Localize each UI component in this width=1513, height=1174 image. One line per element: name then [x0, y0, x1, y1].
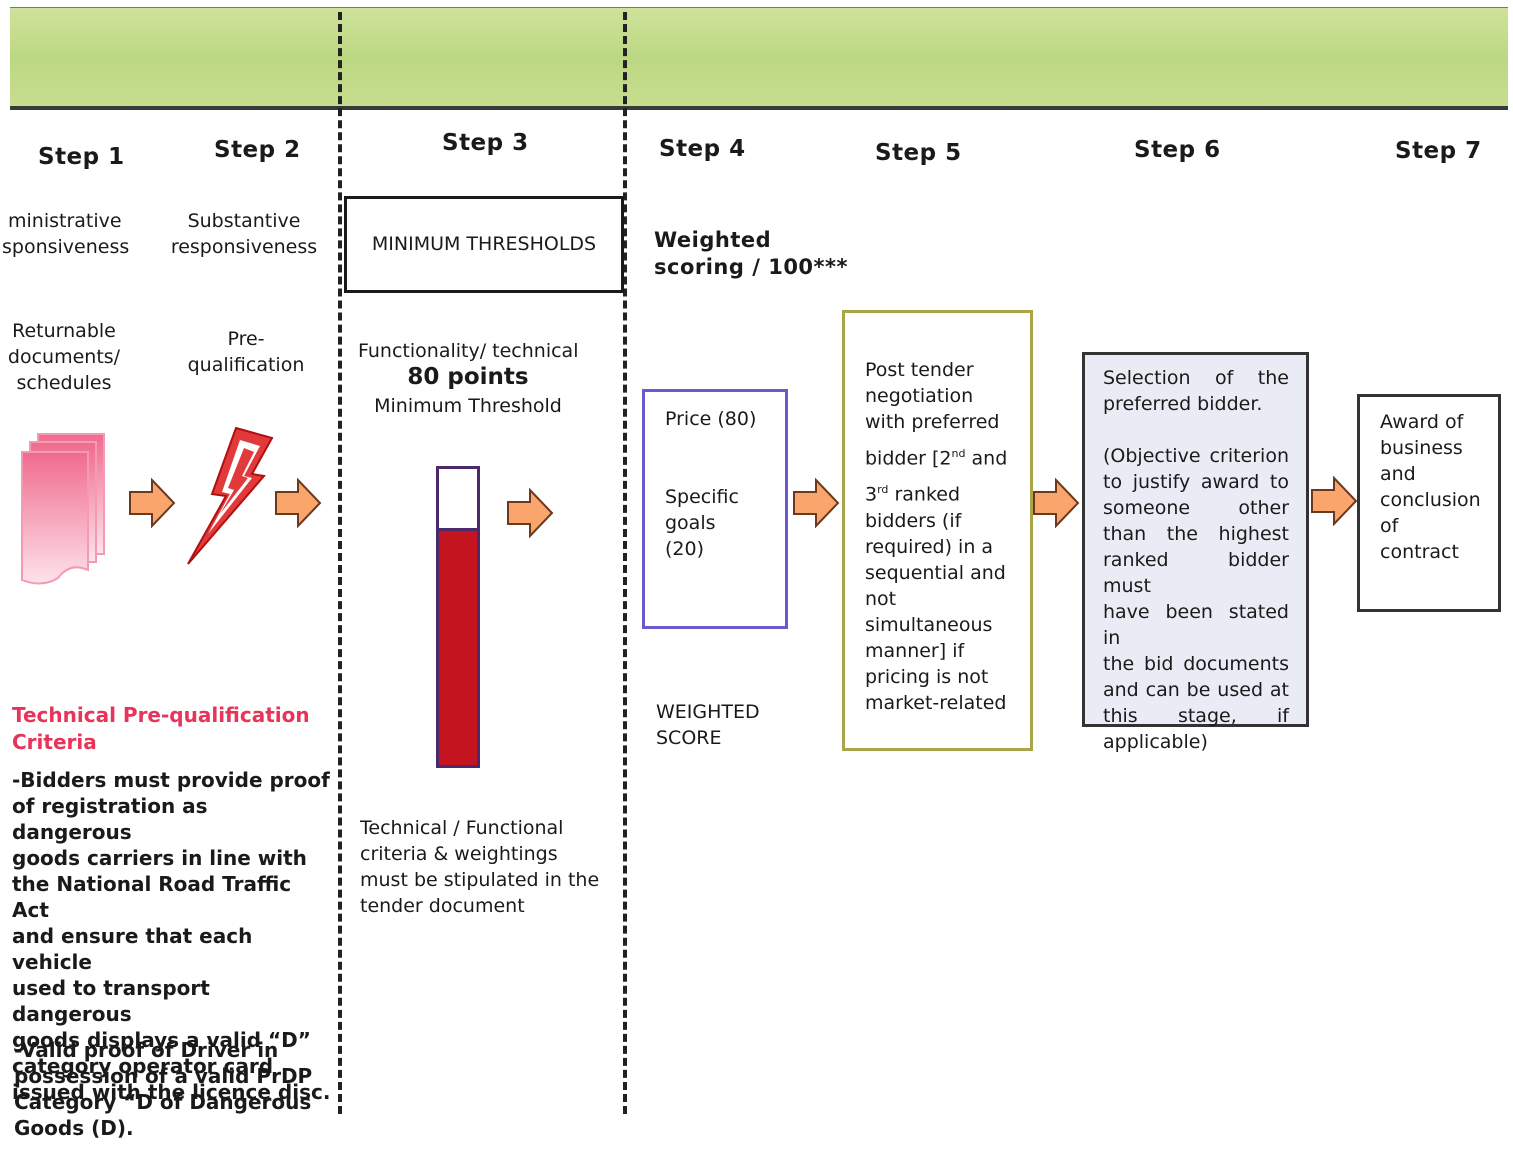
step3-right-separator: [623, 12, 627, 1114]
step-7-heading: Step 7: [1395, 138, 1482, 164]
weighted-score-label: WEIGHTED SCORE: [656, 701, 760, 749]
threshold-bar-fill: [439, 528, 477, 765]
arrow-step3-to-step4: [507, 488, 554, 538]
negotiation-text: Post tender negotiation with preferred b…: [865, 359, 1008, 714]
criteria-heading: Technical Pre-qualification Criteria: [12, 703, 310, 754]
negotiation-box: Post tender negotiation with preferred b…: [842, 310, 1033, 751]
criteria-paragraph-1: -Bidders must provide proof of registrat…: [12, 768, 331, 1104]
step-2-heading: Step 2: [214, 137, 301, 163]
step2-heading-text: Substantive responsiveness: [170, 210, 318, 258]
arrow-step1-to-step2: [129, 478, 176, 528]
arrow-step6-to-step7: [1311, 476, 1358, 526]
step3-points: 80 points: [407, 364, 529, 390]
step3-functionality-label: Functionality/ technical: [358, 340, 579, 362]
step-1-heading: Step 1: [38, 144, 125, 170]
price-label: Price (80): [665, 408, 757, 430]
step-5-heading: Step 5: [875, 140, 962, 166]
specific-goals-label: Specific goals (20): [665, 486, 739, 560]
arrow-step2-to-step3: [275, 478, 322, 528]
step2-prequal-label: Pre- qualification: [187, 328, 305, 376]
header-rule: [10, 106, 1508, 110]
step1-documents-label: Returnable documents/ schedules: [7, 320, 121, 394]
documents-icon: [21, 433, 105, 585]
step1-heading-text: ministrative sponsiveness: [2, 210, 130, 258]
step-6-heading: Step 6: [1134, 137, 1221, 163]
selection-text: Selection of the preferred bidder. (Obje…: [1103, 367, 1289, 753]
lightning-icon: [187, 426, 274, 565]
step-4-heading: Step 4: [659, 136, 746, 162]
minimum-thresholds-box: MINIMUM THRESHOLDS: [344, 196, 624, 293]
header-band: [10, 8, 1508, 108]
award-box: Award of business and conclusion of cont…: [1357, 394, 1501, 612]
step3-left-separator: [338, 12, 342, 1114]
weighted-scoring-title: Weighted scoring / 100***: [654, 228, 848, 279]
price-goals-box: Price (80) Specific goals (20): [642, 389, 788, 629]
award-text: Award of business and conclusion of cont…: [1380, 411, 1481, 563]
criteria-paragraph-2: -Valid proof of Driver in possession of …: [14, 1038, 313, 1140]
step-3-heading: Step 3: [442, 130, 529, 156]
step3-note: Technical / Functional criteria & weight…: [360, 817, 600, 917]
selection-box: Selection of the preferred bidder. (Obje…: [1082, 352, 1309, 753]
step3-minimum-threshold: Minimum Threshold: [374, 395, 562, 417]
arrow-step5-to-step6: [1033, 478, 1080, 528]
threshold-bar: [436, 466, 480, 768]
arrow-step4-to-step5: [793, 478, 840, 528]
